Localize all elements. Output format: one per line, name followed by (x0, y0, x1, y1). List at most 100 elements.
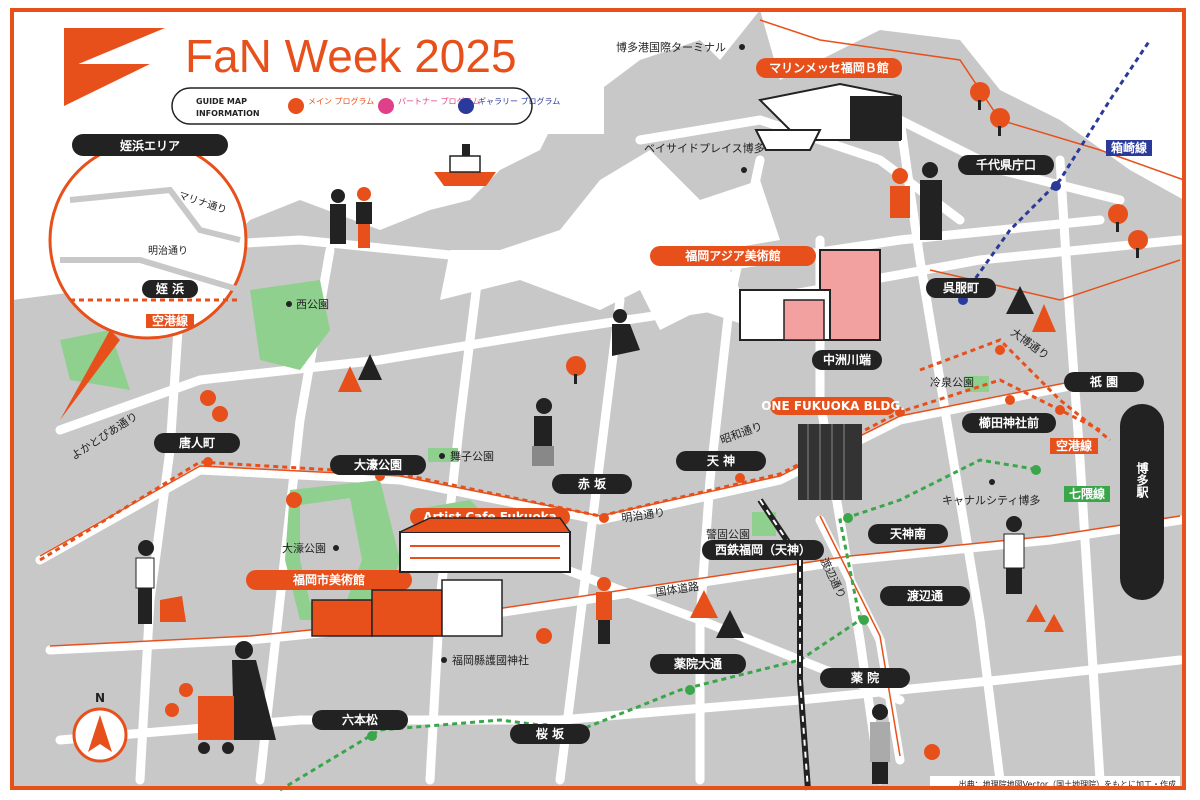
line-tag (1064, 486, 1110, 502)
inset-pointer (60, 330, 120, 420)
person-icon (135, 540, 155, 624)
tree-icon (536, 628, 552, 644)
legend-main: メイン プログラム (308, 96, 374, 106)
asia-museum-illustration (739, 249, 881, 341)
place-reisen-park: 冷泉公園 (930, 375, 974, 389)
station-pill (702, 540, 824, 560)
tree-icon (970, 82, 990, 110)
station-tenjin[interactable]: 天 神 (707, 453, 735, 468)
city-museum-illustration (311, 579, 503, 637)
station-kushida[interactable]: 櫛田神社前 (979, 415, 1039, 430)
place-dot (439, 453, 445, 459)
station-dot (685, 685, 695, 695)
tree-icon (1032, 304, 1056, 332)
station-pill (880, 586, 970, 606)
nishitetsu-rail-ties (759, 499, 809, 791)
person-icon (890, 168, 910, 218)
nishi-park-green (250, 280, 330, 370)
station-dot (367, 731, 377, 741)
place-dot (989, 479, 995, 485)
road-kokutai: 国体道路 (654, 579, 700, 599)
legend-gallery: ギャラリー プログラム (478, 96, 560, 106)
legend-partner: パートナー プログラム (398, 96, 480, 106)
tree-icon (358, 354, 382, 380)
hakozaki-line (958, 39, 1152, 301)
tree-icon (338, 366, 362, 392)
meinohama-inset: 姪浜エリア マリナ通り 明治通り 姪 浜 空港線 (48, 134, 248, 420)
station-dot (859, 615, 869, 625)
station-watanabe[interactable]: 渡辺通 (907, 588, 943, 603)
tree-icon (1026, 604, 1046, 622)
place-dot (739, 44, 745, 50)
tree-icon (716, 610, 744, 638)
people-illustrations (135, 162, 1025, 784)
place-dot (333, 545, 339, 551)
place-ohori-park: 大濠公園 (282, 541, 326, 555)
station-hakata[interactable]: 博多駅 (1135, 461, 1149, 499)
station-pill-hakata (1120, 404, 1164, 600)
station-gofuku[interactable]: 呉服町 (943, 280, 979, 295)
station-pill (154, 433, 240, 453)
legend-heading-2: INFORMATION (196, 109, 260, 118)
road-meiji: 明治通り (620, 505, 666, 525)
station-pill (676, 451, 766, 471)
station-sakurazaka[interactable]: 桜 坂 (536, 726, 565, 741)
station-ohori[interactable]: 大濠公園 (354, 457, 402, 472)
compass-arrow-icon (88, 715, 112, 752)
place-labels: 博多港国際ターミナル ベイサイドプレイス博多 西公園 舞子公園 大濠公園 冷泉公… (282, 40, 1040, 667)
tree-icon (1108, 204, 1128, 232)
station-yakuin[interactable]: 薬 院 (851, 670, 879, 685)
station-labels: 千代県庁口 呉服町 中洲川端 祇 園 櫛田神社前 唐人町 大濠公園 赤 坂 天 … (154, 155, 1164, 744)
kuko-line-east (919, 338, 1111, 442)
line-nanakuma: 七隈線 (1069, 486, 1105, 501)
venue-pill (770, 397, 896, 415)
station-gion[interactable]: 祇 園 (1089, 374, 1118, 389)
station-dot (895, 407, 905, 417)
inset-line-tag (146, 314, 194, 328)
page-title: FaN Week 2025 (185, 30, 517, 82)
line-tag (1106, 140, 1152, 156)
place-canal: キャナルシティ博多 (942, 493, 1040, 507)
station-dot (843, 513, 853, 523)
station-chiyo[interactable]: 千代県庁口 (976, 157, 1036, 172)
place-nishi-park: 西公園 (296, 298, 329, 311)
station-dot (599, 513, 609, 523)
inset-line: 空港線 (152, 313, 188, 328)
person-icon (612, 309, 640, 356)
reisen-park-green (965, 376, 989, 392)
place-dot (441, 657, 447, 663)
station-nakasu[interactable]: 中洲川端 (823, 352, 871, 367)
tree-icon (1128, 230, 1148, 258)
venue-marine[interactable]: マリンメッセ福岡Ｂ館 (769, 60, 889, 75)
station-pill (552, 474, 632, 494)
venue-pill (246, 570, 412, 590)
stroller-icon (198, 696, 234, 754)
venue-pill (756, 58, 902, 78)
person-icon (596, 577, 612, 644)
person-icon (870, 704, 890, 784)
tree-icon (200, 390, 216, 406)
station-yakuin-odori[interactable]: 薬院大通 (674, 656, 722, 671)
tree-icon (990, 108, 1010, 136)
legend-box (171, 87, 533, 125)
station-pill (510, 724, 590, 744)
station-tenjin-minami[interactable]: 天神南 (890, 526, 926, 541)
station-akasaka[interactable]: 赤 坂 (578, 476, 607, 491)
station-nishitetsu[interactable]: 西鉄福岡（天神） (715, 542, 811, 557)
venue-asia[interactable]: 福岡アジア美術館 (684, 248, 781, 263)
venue-one[interactable]: ONE FUKUOKA BLDG. (761, 399, 905, 413)
line-tags: 箱崎線 空港線 七隈線 (1050, 140, 1152, 502)
station-tojinmachi[interactable]: 唐人町 (179, 435, 215, 450)
person-icon (356, 187, 372, 248)
ferry-icon (434, 144, 496, 186)
main-program-marker-icon (288, 98, 304, 114)
inset-station: 姪 浜 (155, 281, 184, 296)
station-pill (312, 710, 408, 730)
station-ropponmatsu[interactable]: 六本松 (342, 712, 378, 727)
venue-city-museum[interactable]: 福岡市美術館 (292, 572, 365, 587)
inset-circle (48, 140, 248, 340)
station-pill (926, 278, 996, 298)
tree-icon (286, 492, 302, 508)
line-tag (1050, 438, 1098, 454)
place-dot (741, 167, 747, 173)
